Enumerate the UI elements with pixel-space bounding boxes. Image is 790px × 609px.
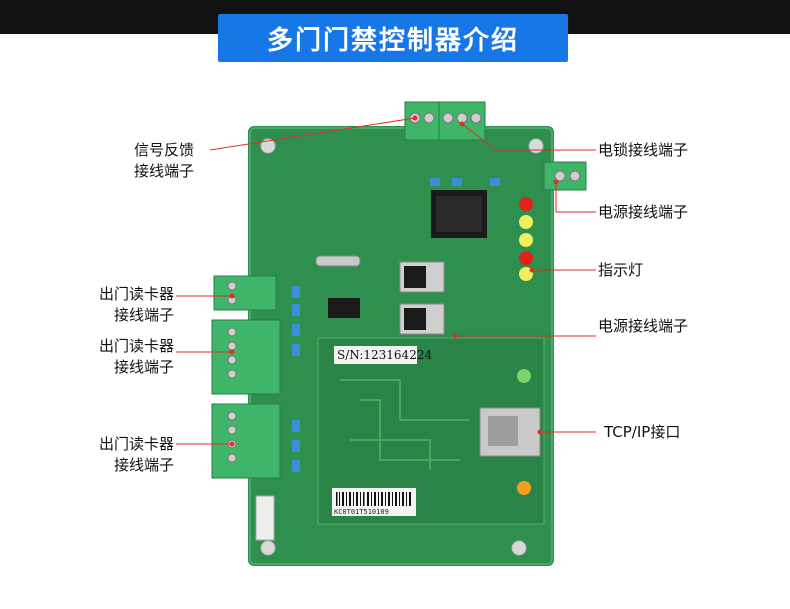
link-led [517,369,531,383]
reader2-label-line2: 接线端子 [113,358,174,376]
lock-pointer [461,123,497,151]
reader3-label-line2: 接线端子 [113,456,174,474]
mounting-hole [260,540,276,556]
reader2-label-line1: 出门读卡器 [98,337,174,355]
indicator-label: 指示灯 [598,261,644,279]
reader1-label-line1: 出门读卡器 [98,285,174,303]
power-terminal-label-2: 电源接线端子 [598,317,689,335]
page-title: 多门门禁控制器介绍 [266,25,519,56]
reader3-label-line1: 出门读卡器 [98,435,174,453]
reader-terminal-block [211,319,281,395]
lock-terminal-label: 电锁接线端子 [598,141,689,159]
reader1-label-line2: 接线端子 [113,306,174,324]
resistor [315,255,361,267]
feedback-label-line1: 信号反馈 [133,141,194,159]
status-led [519,233,533,247]
feedback-label-line2: 接线端子 [133,162,194,180]
mounting-hole [260,138,276,154]
serial-number-sticker: S/N:123164224 [334,346,432,364]
main-chip [328,298,360,318]
reader-terminal-block [213,275,277,311]
white-connector [255,495,275,541]
reader-terminal-block [211,403,281,479]
status-led [519,251,533,265]
power-terminal-label-1: 电源接线端子 [598,203,689,221]
reader1-label: 出门读卡器 接线端子 [80,284,174,326]
feedback-label: 信号反馈 接线端子 [110,140,194,182]
act-led [517,481,531,495]
status-led [519,267,533,281]
power-led [519,197,533,211]
reader3-label: 出门读卡器 接线端子 [80,434,174,476]
barcode-number: KC0T01T510109 [334,508,389,516]
mounting-hole [528,138,544,154]
tcpip-label: TCP/IP接口 [604,423,681,441]
title-banner: 多门门禁控制器介绍 [218,14,568,62]
mounting-hole [511,540,527,556]
feedback-terminal-block [404,101,440,141]
status-led [519,215,533,229]
reader2-label: 出门读卡器 接线端子 [80,336,174,378]
feedback-pointer [209,117,416,151]
